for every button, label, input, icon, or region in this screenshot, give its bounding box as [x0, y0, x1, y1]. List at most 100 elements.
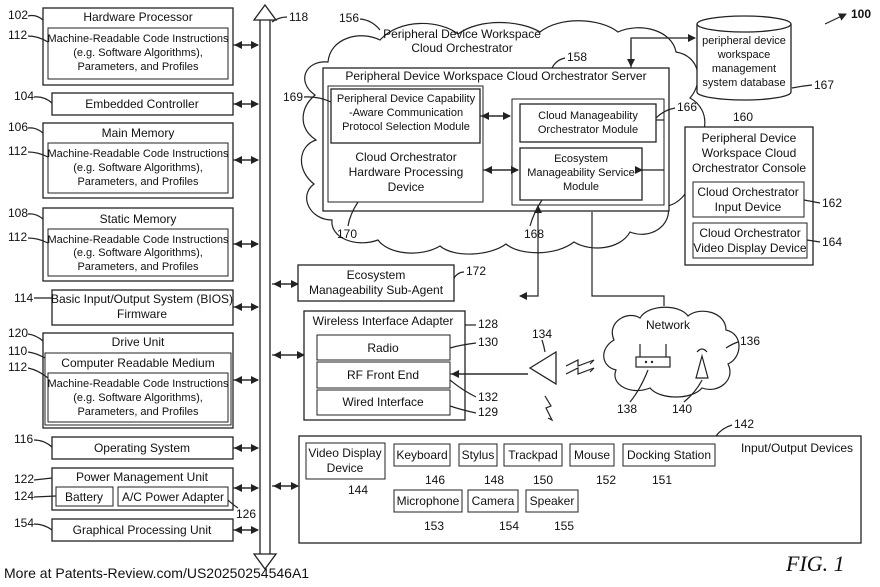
wired-interface-label: Wired Interface	[342, 395, 424, 409]
io-video-line-1: Video Display	[308, 446, 381, 460]
io-title: Input/Output Devices	[741, 441, 853, 455]
ref-132: 132	[478, 390, 498, 404]
ecosystem-subagent-block: Ecosystem Manageability Sub-Agent 172	[298, 264, 486, 301]
ref-148: 148	[484, 473, 504, 487]
embedded-controller-block: Embedded Controller 104	[14, 89, 233, 115]
hw-processing-line-2: Hardware Processing	[349, 165, 464, 179]
console-input-line-2: Input Device	[715, 200, 782, 214]
io-trackpad-label: Trackpad	[508, 448, 558, 462]
ref-150: 150	[533, 473, 553, 487]
power-management-block: Power Management Unit Battery A/C Power …	[14, 468, 256, 521]
ref-162: 162	[822, 196, 842, 210]
ref-104: 104	[14, 89, 34, 103]
ref-170: 170	[337, 227, 357, 241]
capability-line-3: Protocol Selection Module	[342, 121, 470, 133]
service-to-network-link	[592, 212, 664, 306]
ref-129: 129	[478, 405, 498, 419]
ref-136: 136	[740, 334, 760, 348]
network-cloud: Network 136 138 140	[604, 307, 761, 416]
cell-tower-icon	[696, 349, 708, 378]
manageability-line-1: Cloud Manageability	[538, 110, 638, 122]
wireless-adapter-block: Wireless Interface Adapter Radio RF Fron…	[304, 311, 528, 420]
io-camera-label: Camera	[472, 494, 515, 508]
hp-code-line-3: Parameters, and Profiles	[77, 61, 199, 73]
ref-102: 102	[8, 8, 28, 22]
ref-106: 106	[8, 120, 28, 134]
console-title-line-3: Orchestrator Console	[692, 161, 806, 175]
capability-line-2: -Aware Communication	[349, 107, 463, 119]
ref-172: 172	[466, 264, 486, 278]
sm-code-line-3: Parameters, and Profiles	[77, 261, 199, 273]
footer-link[interactable]: More at Patents-Review.com/US20250254546…	[4, 565, 309, 581]
rf-front-end-label: RF Front End	[347, 368, 419, 382]
hp-code-line-2: (e.g. Software Algorithms),	[73, 47, 203, 59]
main-memory-block: Main Memory Machine-Readable Code Instru…	[8, 120, 233, 198]
ref-154: 154	[14, 516, 34, 530]
ref-151: 151	[652, 473, 672, 487]
ref-130: 130	[478, 335, 498, 349]
du-code-line-3: Parameters, and Profiles	[77, 406, 199, 418]
console-input-line-1: Cloud Orchestrator	[697, 185, 798, 199]
ref-164: 164	[822, 235, 842, 249]
ref-142: 142	[734, 417, 754, 431]
ref-153: 153	[424, 519, 444, 533]
wireless-title: Wireless Interface Adapter	[313, 314, 454, 328]
ref-108: 108	[8, 206, 28, 220]
ref-134: 134	[532, 327, 552, 341]
ref-169: 169	[283, 90, 303, 104]
gpu-block: Graphical Processing Unit 154	[14, 516, 233, 541]
cloud-title-line-1: Peripheral Device Workspace	[383, 27, 541, 41]
gpu-title: Graphical Processing Unit	[73, 523, 212, 537]
manageability-line-2: Orchestrator Module	[538, 124, 638, 136]
ecosystem-service-line-1: Ecosystem	[554, 153, 608, 165]
subagent-line-1: Ecosystem	[347, 268, 406, 282]
radio-label: Radio	[367, 341, 399, 355]
ref-166: 166	[677, 100, 697, 114]
ref-168: 168	[524, 227, 544, 241]
ref-158: 158	[567, 50, 587, 64]
ref-118: 118	[289, 10, 308, 24]
ref-112-c: 112	[8, 230, 27, 244]
db-line-4: system database	[702, 77, 785, 89]
sm-code-line-1: Machine-Readable Code Instructions	[48, 234, 229, 246]
network-label: Network	[646, 318, 691, 332]
du-code-line-2: (e.g. Software Algorithms),	[73, 392, 203, 404]
hardware-processor-block: Hardware Processor Machine-Readable Code…	[8, 8, 233, 85]
hp-code-line-1: Machine-Readable Code Instructions	[48, 33, 229, 45]
hw-processing-line-3: Device	[388, 180, 425, 194]
drive-unit-block: Drive Unit Computer Readable Medium Mach…	[8, 326, 233, 428]
ref-140: 140	[672, 402, 692, 416]
io-mouse-label: Mouse	[574, 448, 610, 462]
cloud-title-line-2: Cloud Orchestrator	[411, 41, 512, 55]
subagent-line-2: Manageability Sub-Agent	[309, 283, 444, 297]
du-code-line-1: Machine-Readable Code Instructions	[48, 378, 229, 390]
embedded-controller-title: Embedded Controller	[85, 97, 198, 111]
ref-112-d: 112	[8, 360, 27, 374]
ecosystem-service-line-2: Manageability Service	[527, 167, 635, 179]
antenna: 134	[530, 327, 594, 420]
figure-label: FIG. 1	[785, 551, 845, 576]
ac-adapter-label: A/C Power Adapter	[122, 490, 224, 504]
io-speaker-label: Speaker	[530, 494, 575, 508]
ref-114: 114	[14, 291, 33, 305]
ref-128: 128	[478, 317, 498, 331]
hardware-processor-title: Hardware Processor	[83, 10, 192, 24]
ref-124: 124	[14, 489, 34, 503]
db-line-3: management	[712, 63, 776, 75]
crm-title: Computer Readable Medium	[61, 356, 214, 370]
db-line-1: peripheral device	[702, 35, 786, 47]
drive-unit-title: Drive Unit	[112, 335, 165, 349]
orchestrator-console-block: Peripheral Device Workspace Cloud Orches…	[685, 110, 842, 265]
ref-112-b: 112	[8, 144, 27, 158]
main-memory-title: Main Memory	[102, 126, 175, 140]
io-devices-block: Input/Output Devices 142 Video Display D…	[299, 417, 861, 543]
ref-146: 146	[425, 473, 445, 487]
ref-160: 160	[733, 110, 753, 124]
mm-code-line-3: Parameters, and Profiles	[77, 176, 199, 188]
hw-processing-line-1: Cloud Orchestrator	[355, 150, 456, 164]
operating-system-block: Operating System 116	[14, 432, 233, 459]
static-memory-title: Static Memory	[100, 212, 177, 226]
orchestrator-server-block: Peripheral Device Workspace Cloud Orches…	[283, 50, 697, 241]
router-icon	[636, 344, 670, 367]
ref-144: 144	[348, 483, 368, 497]
